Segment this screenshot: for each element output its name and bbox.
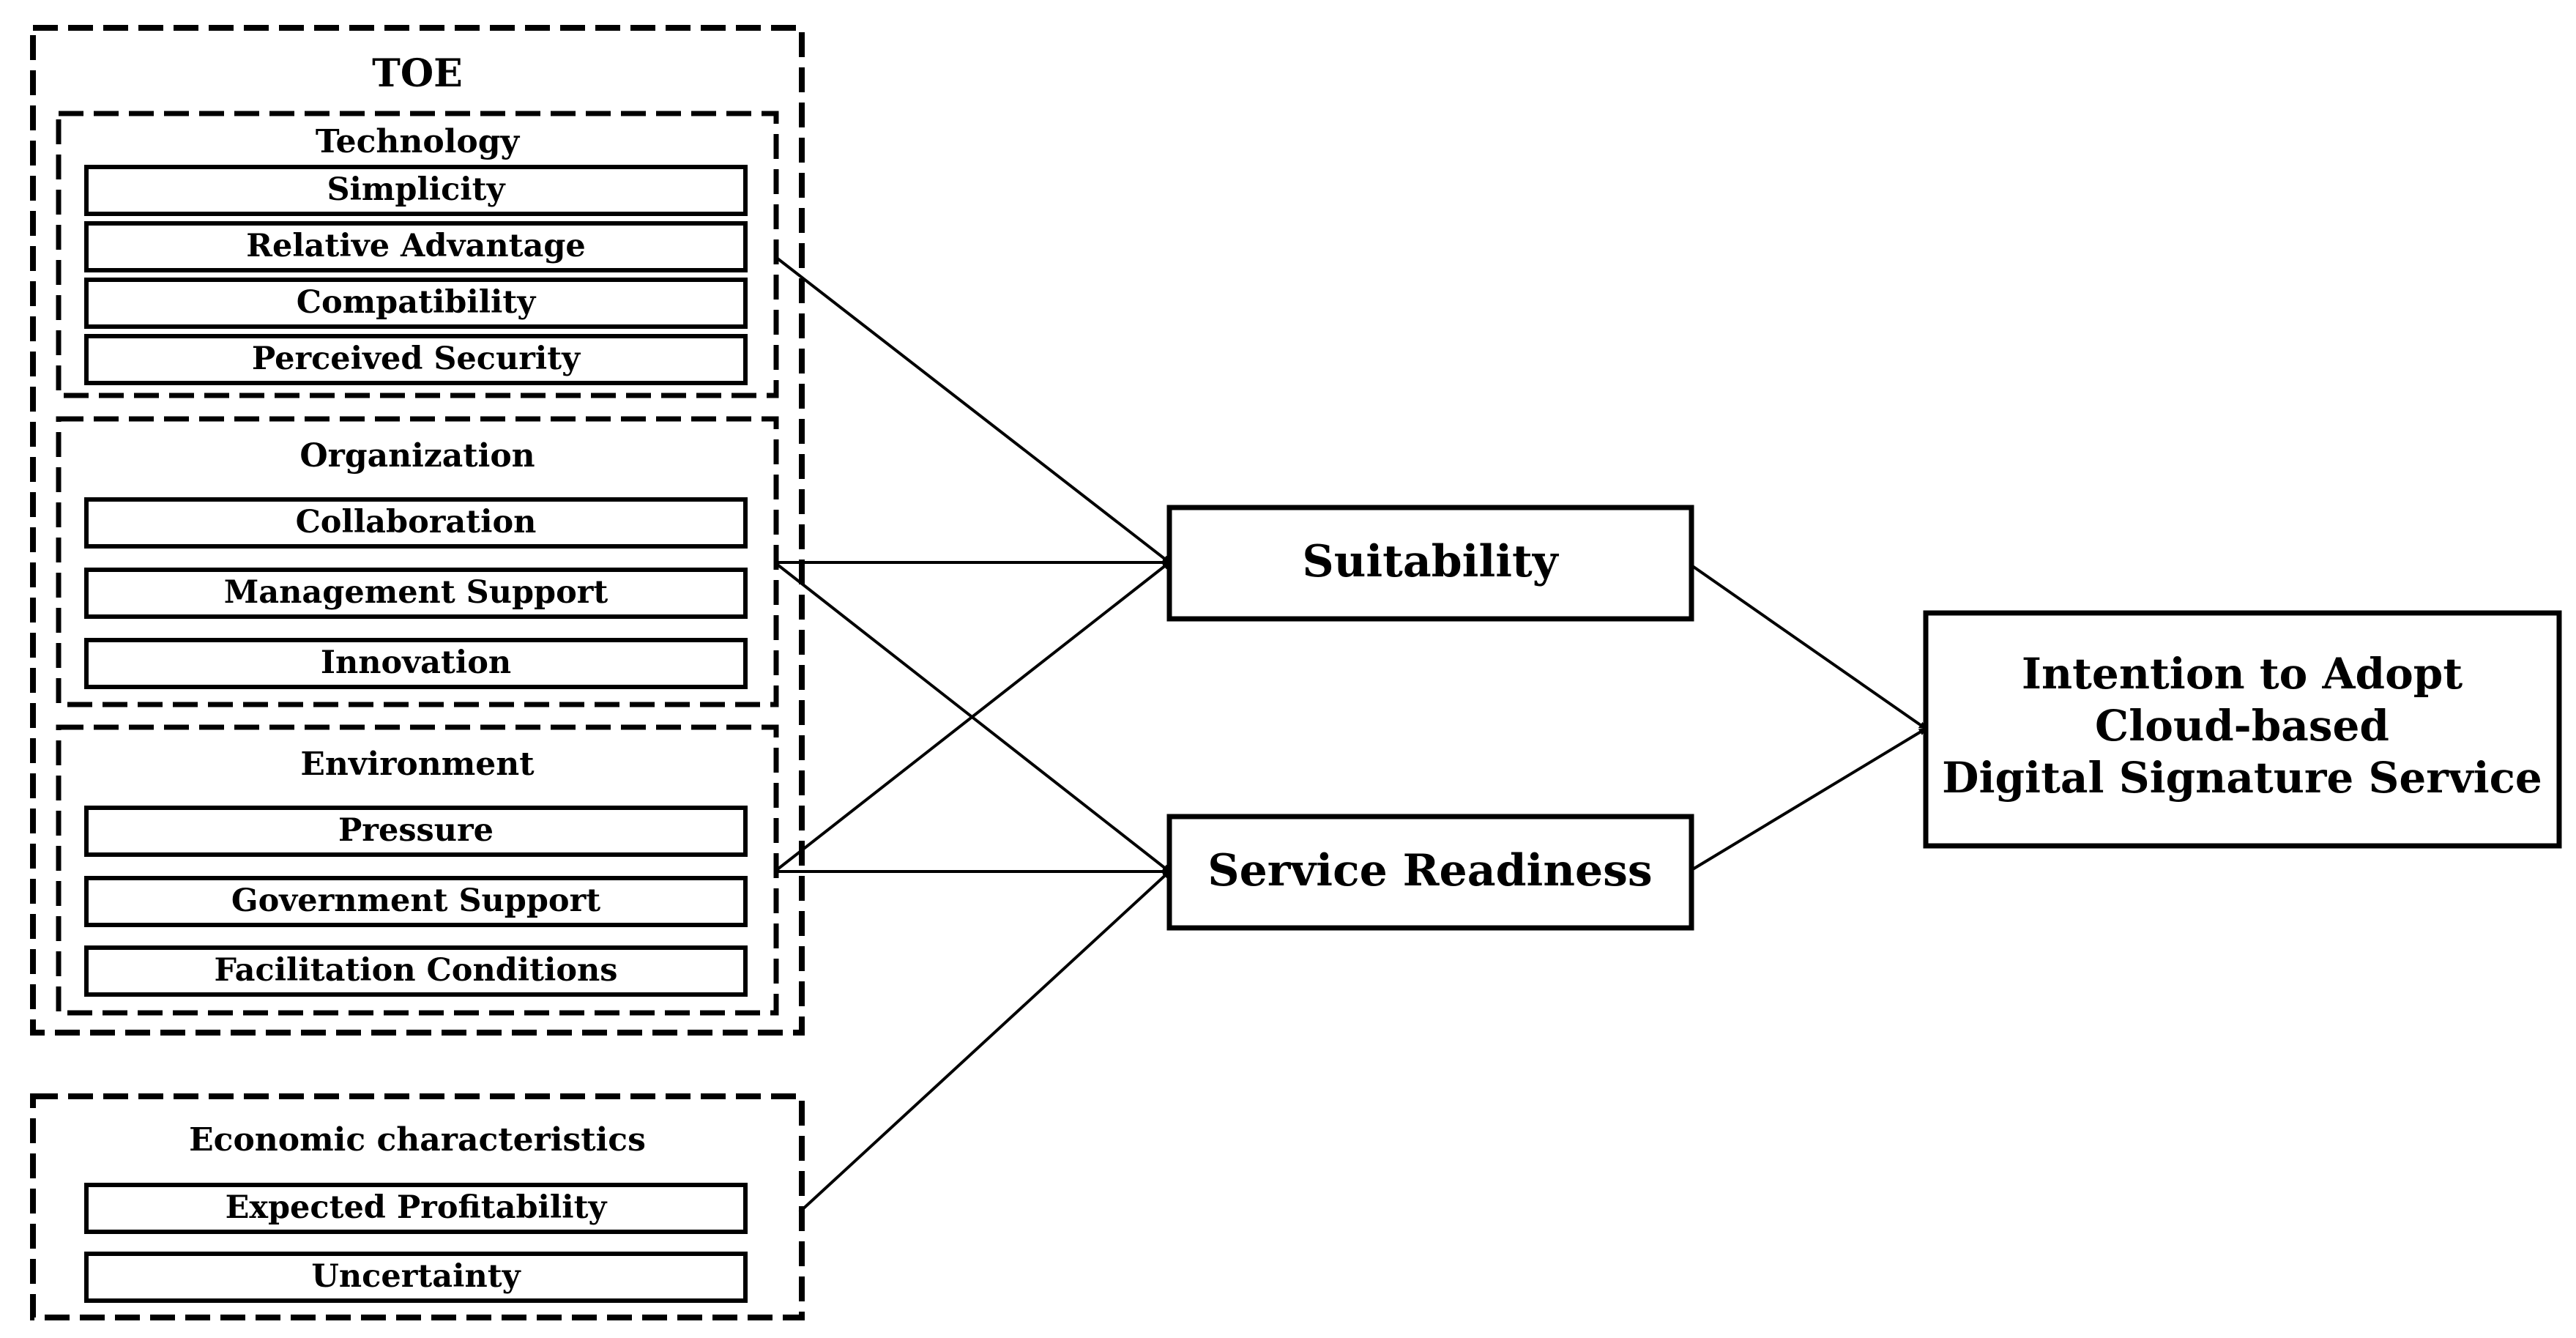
suitability-label: Suitability [1302,536,1559,587]
intention-box [1923,610,2562,849]
uncertainty-box [84,1252,748,1303]
arrow-environment-to-suitability [773,561,1171,873]
arrow-suitability-to-intention [1690,564,1927,730]
pressure-box [84,806,748,857]
perceived-security-box [84,334,748,385]
pressure-label: Pressure [338,812,494,849]
toe-title: TOE [372,51,463,96]
innovation-label: Innovation [321,644,511,681]
economic-border [30,1093,805,1320]
intention-line-3: Digital Signature Service [1942,753,2542,803]
arrow-service-readiness-to-intention [1690,727,1927,871]
arrow-technology-to-suitability [773,255,1171,564]
compatibility-box [84,278,748,329]
collaboration-box [84,497,748,549]
arrow-economic-to-service-readiness [798,870,1171,1214]
organization-title: Organization [299,437,535,475]
collaboration-label: Collaboration [296,504,537,540]
government-support-box [84,876,748,927]
intention-line-2: Cloud-based [2095,701,2389,751]
service-readiness-node: Service Readiness [1166,814,1694,931]
service-readiness-box [1166,814,1694,931]
expected-profitability-box [84,1183,748,1234]
relative-advantage-label: Relative Advantage [246,228,586,264]
economic-title: Economic characteristics [189,1121,646,1159]
management-support-box [84,568,748,619]
compatibility-label: Compatibility [297,284,537,321]
toe-group: TOE Technology Simplicity Relative Advan… [30,25,805,1036]
arrows [773,255,1927,1214]
facilitation-conditions-box [84,945,748,997]
intention-line-1: Intention to Adopt [2022,649,2463,699]
uncertainty-label: Uncertainty [311,1258,521,1295]
management-support-label: Management Support [224,574,608,611]
intention-node: Intention to Adopt Cloud-based Digital S… [1923,610,2562,849]
expected-profitability-label: Expected Profitability [226,1189,608,1226]
facilitation-conditions-label: Facilitation Conditions [215,952,618,989]
government-support-label: Government Support [231,882,600,919]
environment-group: Environment Pressure Government Support … [56,724,779,1016]
toe-outer-border [30,25,805,1036]
technology-border [56,111,779,398]
innovation-box [84,638,748,689]
technology-group: Technology Simplicity Relative Advantage… [56,111,779,398]
economic-group: Economic characteristics Expected Profit… [30,1093,805,1320]
service-readiness-label: Service Readiness [1207,845,1652,896]
simplicity-label: Simplicity [327,171,507,208]
relative-advantage-box [84,221,748,272]
environment-title: Environment [300,746,535,783]
suitability-node: Suitability [1166,505,1694,622]
technology-title: Technology [316,123,521,160]
simplicity-box [84,165,748,216]
perceived-security-label: Perceived Security [252,341,581,377]
suitability-box [1166,505,1694,622]
organization-group: Organization Collaboration Management Su… [56,416,779,707]
